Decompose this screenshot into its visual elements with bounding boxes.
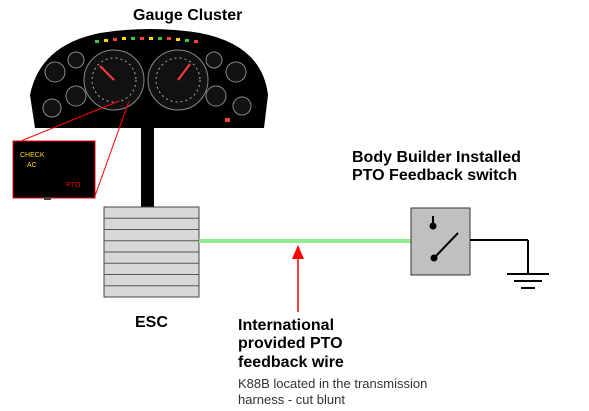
gauge-cluster-icon: [30, 29, 268, 128]
pto-switch-title: Body Builder Installed PTO Feedback swit…: [352, 149, 521, 186]
feedback-wire-note-line1: K88B located in the transmission: [238, 376, 428, 391]
ground-icon: [470, 239, 549, 289]
feedback-wire-note-line2: harness - cut blunt: [238, 391, 345, 407]
feedback-wire-title: International provided PTO feedback wire: [238, 317, 344, 372]
cluster-mount-stem: [141, 118, 154, 210]
pto-switch-title-line1: Body Builder Installed: [352, 149, 521, 166]
inset-pto-indicator: PTO: [66, 182, 81, 189]
pto-switch-icon: [410, 207, 471, 276]
feedback-wire-title-line2: provided PTO: [238, 335, 343, 353]
esc-label: ESC: [135, 314, 168, 331]
feedback-wire-title-line3: feedback wire: [238, 353, 344, 371]
pto-switch-title-line2: PTO Feedback switch: [352, 167, 518, 185]
callout-lines: [15, 100, 130, 197]
gauge-cluster-title: Gauge Cluster: [133, 7, 243, 24]
esc-module-icon: [103, 206, 200, 298]
arrow-icon: [292, 245, 304, 312]
inset-check-line1: CHECK: [20, 152, 45, 159]
feedback-wire-note: K88B located in the transmission harness…: [238, 376, 427, 407]
inset-check-line2: AC: [27, 162, 37, 169]
feedback-wire-title-line1: International: [238, 317, 335, 334]
warning-panel-inset: [12, 140, 96, 200]
